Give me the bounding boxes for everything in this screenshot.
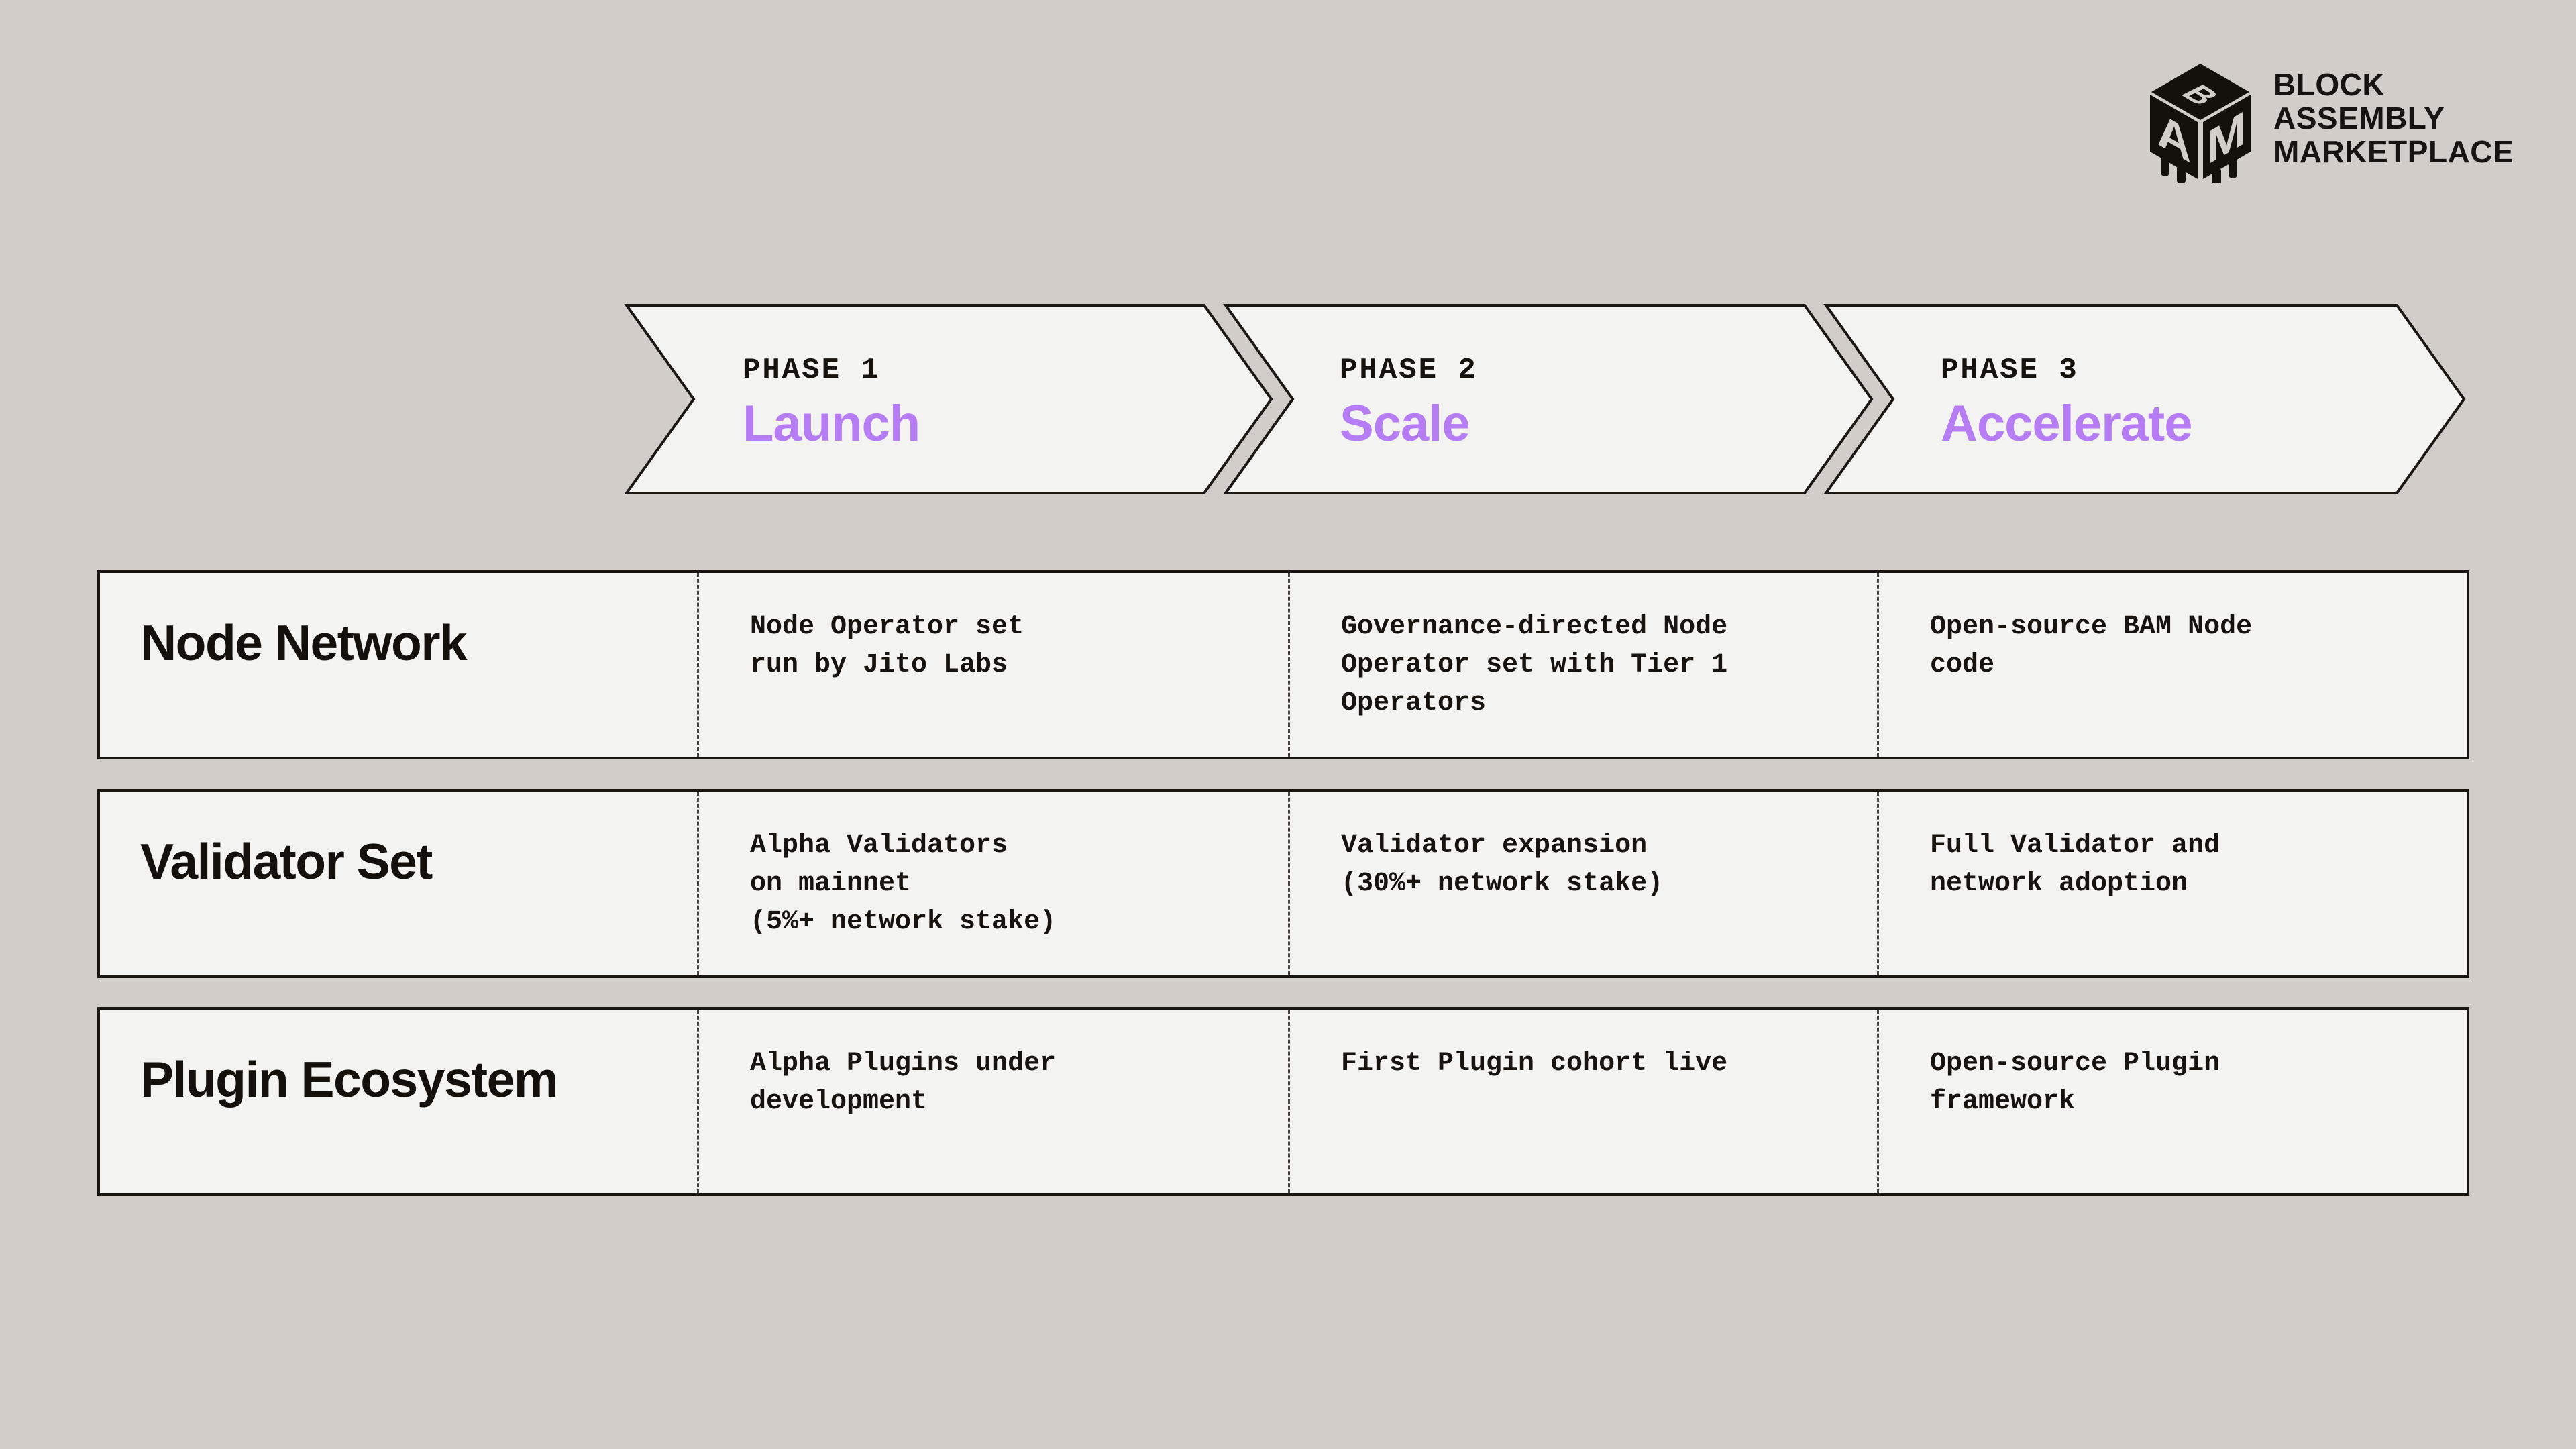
bam-cube-icon: B A M [2150,64,2251,183]
phase-2-label: PHASE 2 [1340,354,1478,387]
cell-plugin-ecosystem-phase-3: Open-source Plugin framework [1877,1010,2467,1193]
phase-2-name: Scale [1340,395,1470,452]
phase-2-arrow [1223,304,1874,494]
row-label: Node Network [140,614,468,671]
cell-node-network-phase-2: Governance-directed Node Operator set wi… [1288,573,1877,757]
logo-wordmark: BLOCK ASSEMBLY MARKETPLACE [2273,67,2514,169]
table-row-plugin-ecosystem: Plugin Ecosystem Alpha Plugins under dev… [97,1007,2469,1196]
cell-node-network-phase-1: Node Operator set run by Jito Labs [697,573,1288,757]
bam-logo: B A M BLOCK ASSEMBLY MARKETPLACE [2150,64,2514,183]
phase-3-label: PHASE 3 [1941,354,2079,387]
cell-plugin-ecosystem-phase-2: First Plugin cohort live [1288,1010,1877,1193]
phase-1-label: PHASE 1 [743,354,881,387]
phase-2-heading: PHASE 2 Scale [1340,354,1478,451]
phase-3-name: Accelerate [1941,395,2192,452]
cell-validator-set-phase-3: Full Validator and network adoption [1877,792,2467,975]
phase-1-name: Launch [743,395,920,452]
phase-1-arrow [624,304,1273,494]
table-row-node-network: Node Network Node Operator set run by Ji… [97,570,2469,759]
phase-arrows [0,303,2576,497]
phase-3-arrow [1823,304,2466,494]
phase-arrow-shapes [624,304,2466,494]
cell-validator-set-phase-2: Validator expansion (30%+ network stake) [1288,792,1877,975]
cell-node-network-phase-3: Open-source BAM Node code [1877,573,2467,757]
table-row-validator-set: Validator Set Alpha Validators on mainne… [97,789,2469,978]
cell-validator-set-phase-1: Alpha Validators on mainnet (5%+ network… [697,792,1288,975]
row-label: Plugin Ecosystem [140,1051,559,1108]
phase-3-heading: PHASE 3 Accelerate [1941,354,2192,451]
row-label: Validator Set [140,833,433,890]
phase-1-heading: PHASE 1 Launch [743,354,920,451]
cell-plugin-ecosystem-phase-1: Alpha Plugins under development [697,1010,1288,1193]
